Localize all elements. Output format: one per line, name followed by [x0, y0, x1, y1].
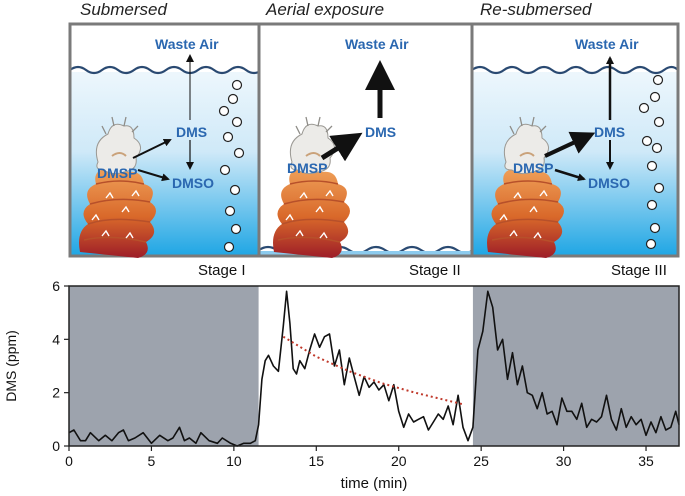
x-tick-label: 0: [65, 453, 73, 469]
x-tick-label: 15: [309, 453, 325, 469]
y-tick-label: 2: [52, 385, 60, 401]
shaded-region: [473, 286, 679, 446]
x-tick-label: 35: [638, 453, 654, 469]
shaded-region: [69, 286, 259, 446]
y-tick-label: 0: [52, 438, 60, 454]
x-tick-label: 30: [556, 453, 572, 469]
y-tick-label: 6: [52, 278, 60, 294]
x-axis-label: time (min): [341, 475, 408, 492]
x-tick-label: 20: [391, 453, 407, 469]
x-tick-label: 10: [226, 453, 242, 469]
shaded-regions: [69, 286, 679, 446]
x-tick-label: 5: [148, 453, 156, 469]
y-axis-label: DMS (ppm): [3, 330, 19, 402]
x-tick-label: 25: [473, 453, 489, 469]
y-tick-label: 4: [52, 331, 60, 347]
